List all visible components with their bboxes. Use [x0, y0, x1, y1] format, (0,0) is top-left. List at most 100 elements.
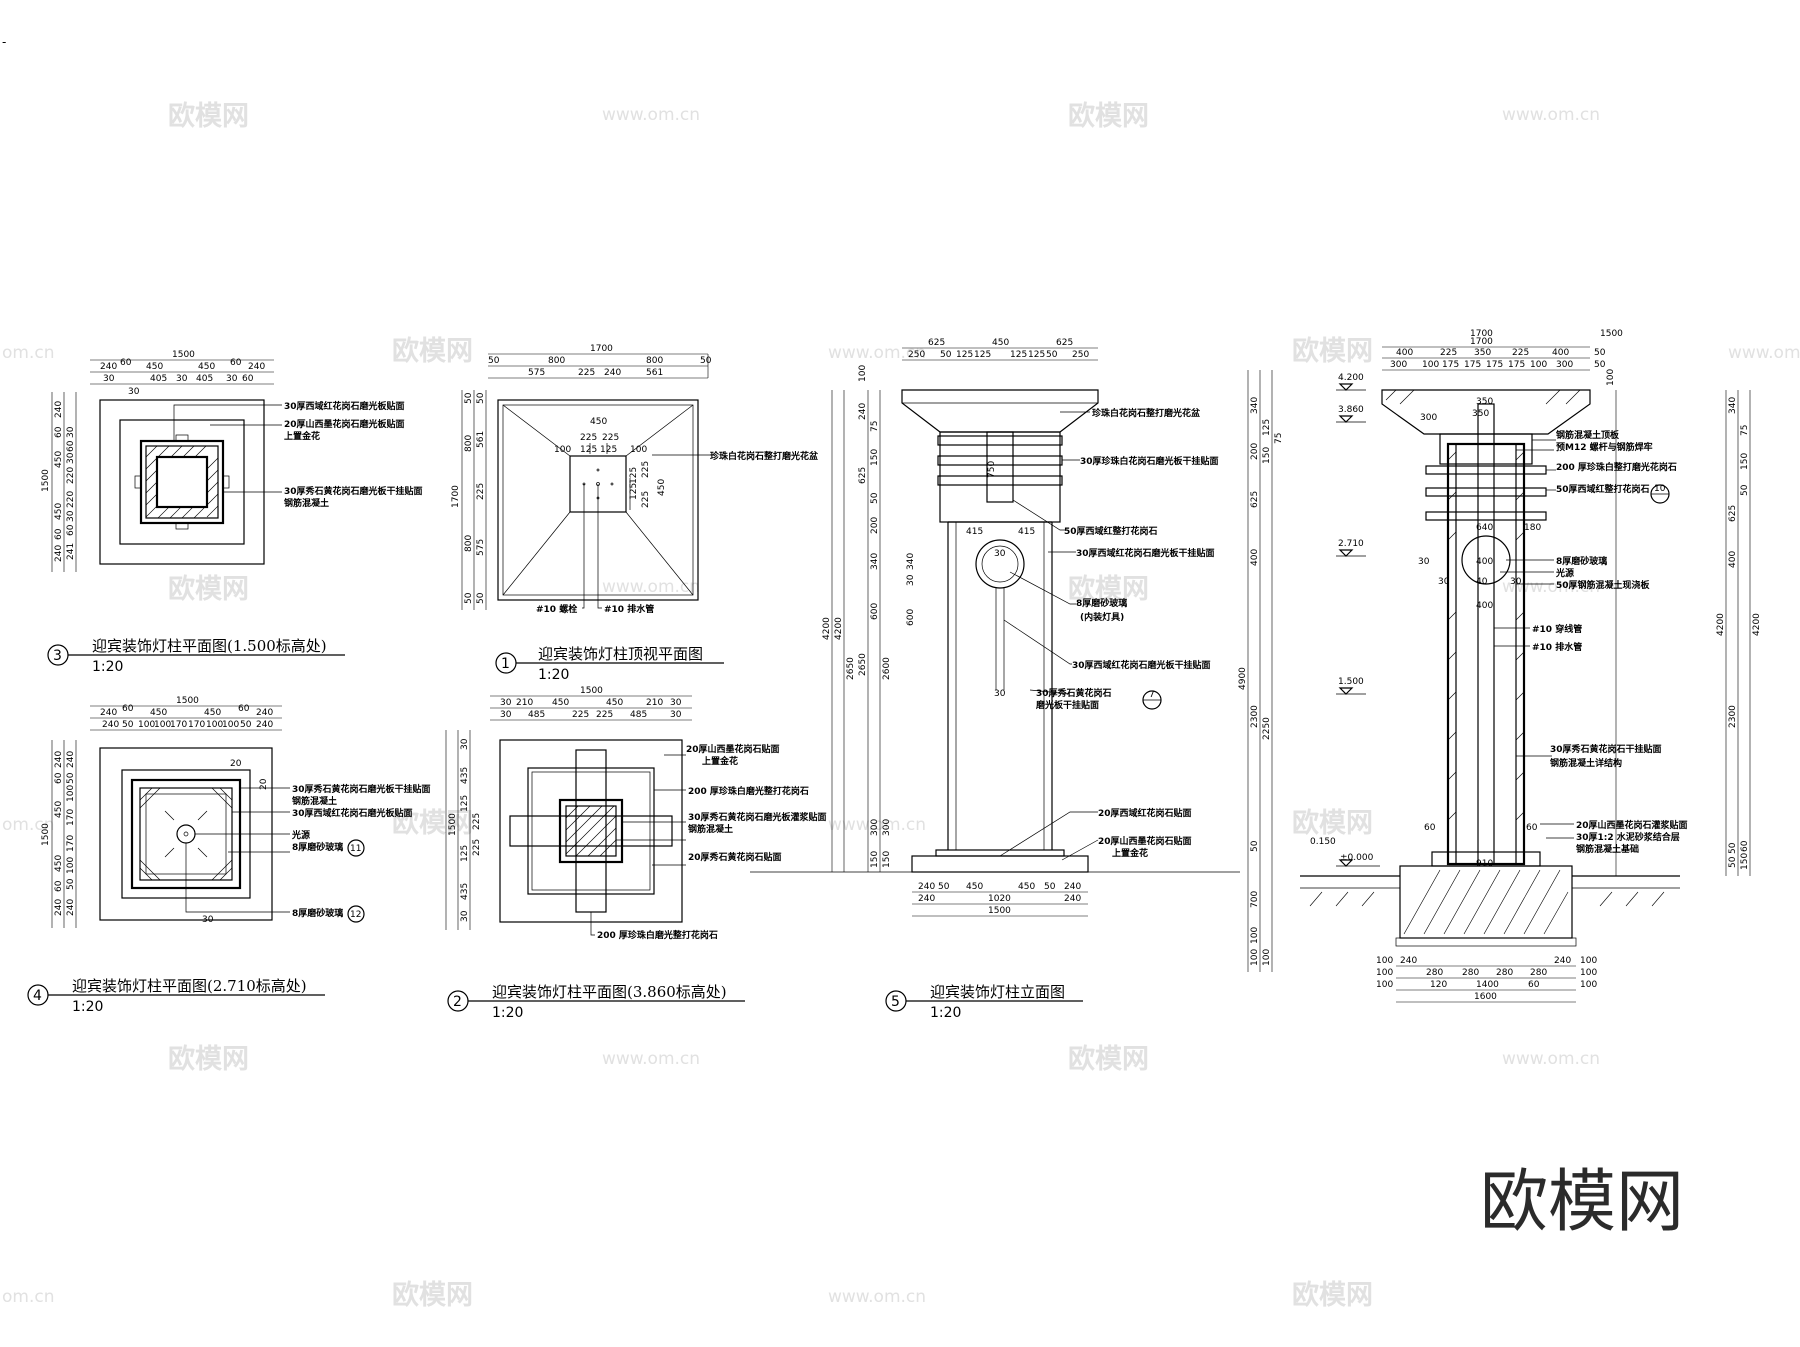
v6-dim-right: 4200 — [1752, 613, 1762, 636]
v6-dim-top: 400 — [1396, 348, 1413, 358]
view-4-plan-2710: 1500 240 60 450 450 60 240 240 50 100 10… — [27, 696, 431, 1015]
v2-dim-top: 450 — [606, 698, 623, 708]
v4-dim-top: 100 — [154, 720, 171, 730]
v5-dim-top: 125 — [956, 350, 973, 360]
v1-dim-top: 50 — [488, 356, 500, 366]
v3-dim-left: 60 — [54, 426, 64, 438]
v2-dim-top: 450 — [552, 698, 569, 708]
v6-note: 20厚山西墨花岗石灌浆贴面 — [1576, 819, 1688, 831]
v4-view-number: 4 — [33, 988, 42, 1004]
watermark-brand: 欧模网 — [1068, 101, 1149, 132]
v2-dim-top: 30 — [500, 698, 512, 708]
v5-dim-bottom: 240 — [1064, 894, 1081, 904]
v2-dim-top: 30 — [670, 698, 682, 708]
v4-dim-left: 50 — [66, 772, 76, 784]
v6-dim-right: 340 — [1728, 397, 1738, 414]
v4-dim-misc: 20 — [259, 778, 269, 790]
v1-dim-top: 575 — [528, 368, 545, 378]
v6-dim-top: 350 — [1474, 348, 1491, 358]
v4-dim-left: 450 — [54, 801, 64, 818]
watermark-url: www.om.cn — [1502, 577, 1600, 597]
v3-note: 钢筋混凝土 — [284, 497, 329, 509]
v4-dim-top: 170 — [188, 720, 205, 730]
v6-dim-top: 50 — [1594, 348, 1606, 358]
v6-level: ±0.000 — [1340, 853, 1374, 863]
v5-dim-left: 2650 — [846, 657, 856, 680]
v4-note: 8厚磨砂玻璃 — [292, 907, 343, 919]
v4-dim-top: 50 — [122, 720, 134, 730]
v1-dim-inner: 125 — [629, 467, 639, 484]
v5-note: 磨光板干挂贴面 — [1035, 699, 1099, 711]
v6-dim-top: 1700 — [1470, 337, 1493, 347]
v5-dim-bottom: 450 — [1018, 882, 1035, 892]
view-5-elevation: 625 450 625 250 50 125 125 125 125 50 25… — [750, 338, 1240, 1021]
v1-dim-top: 800 — [548, 356, 565, 366]
v3-dim-top: 240 — [248, 362, 265, 372]
v1-dim-inner: 225 — [602, 433, 619, 443]
v6-dim-top: 100 — [1422, 360, 1439, 370]
v4-dim-top: 60 — [122, 704, 134, 714]
v1-dim-inner: 225 — [641, 491, 651, 508]
v2-dim-top: 210 — [646, 698, 663, 708]
v2-note: 30厚秀石黄花岗石磨光板灌浆贴面 — [688, 811, 827, 823]
v6-dim-right: 350 — [1472, 409, 1489, 419]
v4-dim-left: 100 — [66, 857, 76, 874]
v6-dim-bottom: 280 — [1426, 968, 1443, 978]
v2-dim-left: 125 — [460, 845, 470, 862]
v3-dim-top: 405 — [150, 374, 167, 384]
watermark-url: www.om.cn — [602, 1049, 700, 1069]
watermark-brand: 欧模网 — [392, 808, 473, 839]
v1-dim-left: 50 — [476, 392, 486, 404]
v6-dim-inner: 30 — [1418, 557, 1430, 567]
view-3-plan-1500: 1500 240 60 450 450 60 240 30 405 30 405… — [41, 350, 423, 675]
v4-dim-top: 50 — [240, 720, 252, 730]
v1-dim-left: 50 — [464, 392, 474, 404]
v6-dim-bottom: 240 — [1554, 956, 1571, 966]
v1-note: #10 螺栓 — [536, 603, 577, 615]
v4-dim-top: 240 — [100, 708, 117, 718]
v6-dim-bottom: 100 — [1580, 956, 1597, 966]
v6-dim-top: 175 — [1486, 360, 1503, 370]
v1-dim-left: 50 — [476, 592, 486, 604]
v6-dim-inner: 60 — [1526, 823, 1538, 833]
watermark-url: www.om.cn — [828, 1287, 926, 1307]
v6-dim-right: 50 — [1728, 856, 1738, 868]
v6-note: 50厚西域红整打花岗石 — [1556, 483, 1650, 495]
v5-dim-misc: 415 — [1018, 527, 1035, 537]
v6-dim-top: 225 — [1512, 348, 1529, 358]
v6-dim-bottom: 280 — [1462, 968, 1479, 978]
v5-dim-left: 4200 — [834, 617, 844, 640]
v3-dim-left: 30 — [66, 426, 76, 438]
v3-dim-top: 240 — [100, 362, 117, 372]
v5-dim-left: 300 — [882, 819, 892, 836]
v1-dim-left: 800 — [464, 535, 474, 552]
v6-dim-left: 100 — [1250, 927, 1260, 944]
v3-view-scale: 1:20 — [92, 659, 123, 675]
watermark-url: om.cn — [2, 815, 55, 835]
v5-dim-top: 125 — [1028, 350, 1045, 360]
v6-dim-bottom: 280 — [1530, 968, 1547, 978]
v3-dim-top: 60 — [242, 374, 254, 384]
v5-dim-misc: 30 — [994, 689, 1006, 699]
v3-note: 30厚秀石黄花岗石磨光板干挂贴面 — [284, 485, 423, 497]
v6-note: 200 厚珍珠白整打磨光花岗石 — [1556, 461, 1677, 473]
v6-dim-bottom: 100 — [1376, 980, 1393, 990]
v6-level-side: 0.150 — [1310, 837, 1336, 847]
watermark-brand: 欧模网 — [1292, 1280, 1373, 1311]
v1-note: #10 排水管 — [604, 603, 654, 615]
watermark-url: om.cn — [2, 343, 55, 363]
v5-dim-right: 600 — [870, 603, 880, 620]
v1-view-scale: 1:20 — [538, 667, 569, 683]
v6-dim-right: 60 — [1740, 840, 1750, 852]
v4-dim-left: 240 — [66, 751, 76, 768]
v5-note: 8厚磨砂玻璃 — [1076, 597, 1127, 609]
v1-dim-top: 240 — [604, 368, 621, 378]
v5-note: 50厚西域红整打花岗石 — [1064, 525, 1158, 537]
v6-dim-left: 150 — [1262, 447, 1272, 464]
v1-dim-inner: 225 — [641, 461, 651, 478]
watermark-url: www.om.cn — [828, 815, 926, 835]
watermark-url: om.cn — [2, 1287, 55, 1307]
v6-dim-left: 75 — [1274, 433, 1284, 444]
v6-dim-right: 150 — [1740, 853, 1750, 870]
